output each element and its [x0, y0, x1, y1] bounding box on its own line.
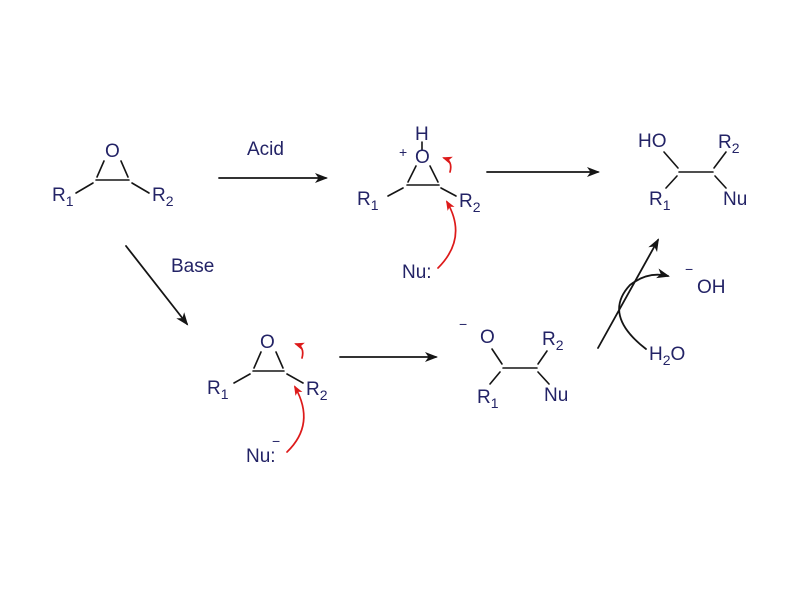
bond [713, 151, 727, 169]
alkoxide-minus-charge: − [459, 316, 468, 332]
protonated-epoxide-plus-charge: + [399, 144, 408, 160]
reaction-arrow-base [125, 245, 189, 326]
atom-symbol: R [649, 189, 663, 210]
alkoxide-r2: R2 [542, 329, 564, 352]
subscript: 1 [220, 385, 229, 402]
bond [387, 187, 404, 197]
subscript: 1 [662, 196, 671, 213]
curved-arrow-nu-attack-acid [437, 200, 457, 269]
atom-symbol: O [105, 141, 120, 162]
protonated-epoxide-o: O [415, 147, 430, 168]
bond [253, 351, 262, 369]
atom-symbol: R [718, 132, 732, 153]
curved-arrow-ring-opening-base [294, 342, 305, 359]
epoxide-substrate-bonds [75, 160, 150, 194]
acid-product-bonds [663, 151, 727, 189]
atom-symbol: R [459, 191, 473, 212]
epoxide-base-bonds [233, 342, 305, 453]
nucleophile-minus-charge: − [272, 433, 281, 449]
bond [491, 348, 503, 365]
epoxide-base-r2: R2 [306, 379, 328, 402]
bond [286, 373, 304, 384]
bond [489, 371, 501, 385]
bond [429, 165, 439, 183]
curved-arrow-nu-attack-base [286, 385, 305, 453]
bond [120, 160, 129, 178]
protonated-epoxide-h: H [415, 124, 429, 145]
bond [714, 175, 727, 189]
bond [407, 165, 417, 183]
atom-symbol: O [670, 344, 686, 365]
protonated-epoxide-r1: R1 [357, 189, 379, 212]
atom-symbol: Nu [402, 262, 427, 283]
bond [440, 187, 457, 197]
epoxide-substrate-o: O [105, 142, 120, 161]
atom-symbol: H [649, 344, 663, 365]
nucleophile-acid-label: Nu: [402, 263, 432, 282]
curved-arrow-water-protonation [618, 268, 670, 350]
reaction-arrow-workup [597, 238, 659, 349]
bond [96, 160, 105, 178]
bond [275, 351, 284, 369]
acid-condition-label: Acid [247, 139, 284, 160]
epoxide-substrate-r1: R1 [52, 185, 74, 208]
atom-symbol: R [207, 378, 221, 399]
subscript: 1 [490, 394, 499, 411]
bond [233, 373, 251, 384]
lone-pair-colon: : [270, 446, 276, 467]
nucleophile-base-label: Nu: [246, 447, 276, 466]
protonated-epoxide-bonds [387, 141, 457, 269]
atom-symbol: R [477, 387, 491, 408]
acid-product-r2: R2 [718, 132, 740, 155]
subscript: 1 [65, 192, 74, 209]
epoxide-base-o: O [260, 332, 275, 353]
atom-symbol: R [52, 185, 66, 206]
alkoxide-r1: R1 [477, 387, 499, 410]
atom-symbol: Nu [246, 446, 271, 467]
bond [75, 182, 94, 194]
curved-arrow-ring-opening-acid [442, 156, 453, 173]
acid-product-ho: HO [638, 131, 667, 152]
alkoxide-bonds [489, 348, 550, 385]
water-label: H2O [649, 344, 686, 367]
acid-product-nu: Nu [723, 189, 748, 210]
atom-symbol: R [306, 379, 320, 400]
workup-arrows [597, 238, 670, 350]
bond [537, 371, 550, 385]
bond [663, 151, 679, 169]
bond [665, 175, 678, 189]
subscript: 2 [662, 351, 671, 368]
subscript: 2 [165, 192, 174, 209]
epoxide-substrate-r2: R2 [152, 185, 174, 208]
atom-symbol: R [542, 329, 556, 350]
base-condition-label: Base [171, 256, 215, 277]
atom-symbol: R [152, 185, 166, 206]
protonated-epoxide-r2: R2 [459, 191, 481, 214]
lone-pair-colon: : [426, 262, 432, 283]
bond [537, 350, 548, 365]
hydroxide-minus-charge: − [685, 261, 694, 277]
subscript: 2 [731, 139, 740, 156]
subscript: 2 [319, 386, 328, 403]
subscript: 2 [555, 336, 564, 353]
atom-symbol: R [357, 189, 371, 210]
epoxide-base-r1: R1 [207, 378, 229, 401]
alkoxide-o: O [480, 327, 495, 348]
subscript: 2 [472, 198, 481, 215]
acid-product-r1: R1 [649, 189, 671, 212]
bond [131, 182, 150, 194]
alkoxide-nu: Nu [544, 385, 569, 406]
hydroxide-label: OH [697, 277, 726, 298]
subscript: 1 [370, 196, 379, 213]
